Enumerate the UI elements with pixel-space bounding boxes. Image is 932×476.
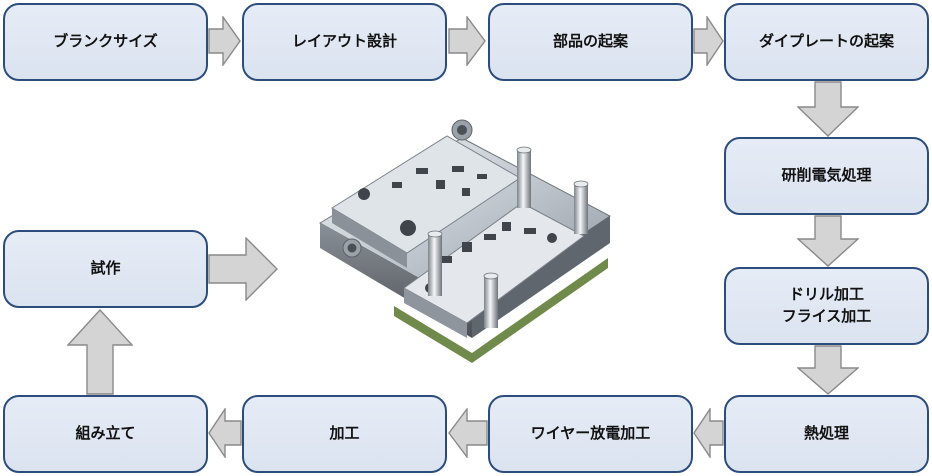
arrow-left-3 bbox=[208, 408, 242, 458]
step-blank-size: ブランクサイズ bbox=[3, 3, 208, 81]
arrow-right-1 bbox=[208, 16, 241, 66]
arrow-right-3 bbox=[693, 16, 724, 66]
step-grinding-plating: 研削電気処理 bbox=[724, 137, 929, 215]
arrow-left-2 bbox=[448, 408, 488, 458]
step-machining: 加工 bbox=[242, 395, 447, 473]
arrow-down-1 bbox=[797, 81, 859, 137]
step-heat-treatment: 熱処理 bbox=[724, 395, 929, 473]
arrow-right-2 bbox=[448, 16, 486, 66]
arrow-up-1 bbox=[67, 309, 133, 395]
arrow-down-3 bbox=[797, 345, 859, 395]
step-wire-edm: ワイヤー放電加工 bbox=[488, 395, 693, 473]
step-drill-milling: ドリル加工 フライス加工 bbox=[724, 267, 929, 345]
step-layout-design: レイアウト設計 bbox=[242, 3, 447, 81]
step-die-plate-drafting: ダイプレートの起案 bbox=[724, 3, 929, 81]
step-trial: 試作 bbox=[3, 230, 208, 308]
arrow-left-1 bbox=[693, 408, 724, 458]
step-parts-drafting: 部品の起案 bbox=[488, 3, 693, 81]
step-assembly: 組み立て bbox=[3, 395, 208, 473]
arrow-down-2 bbox=[797, 215, 859, 267]
arrow-right-trial bbox=[208, 237, 278, 301]
die-set-image bbox=[312, 108, 612, 373]
